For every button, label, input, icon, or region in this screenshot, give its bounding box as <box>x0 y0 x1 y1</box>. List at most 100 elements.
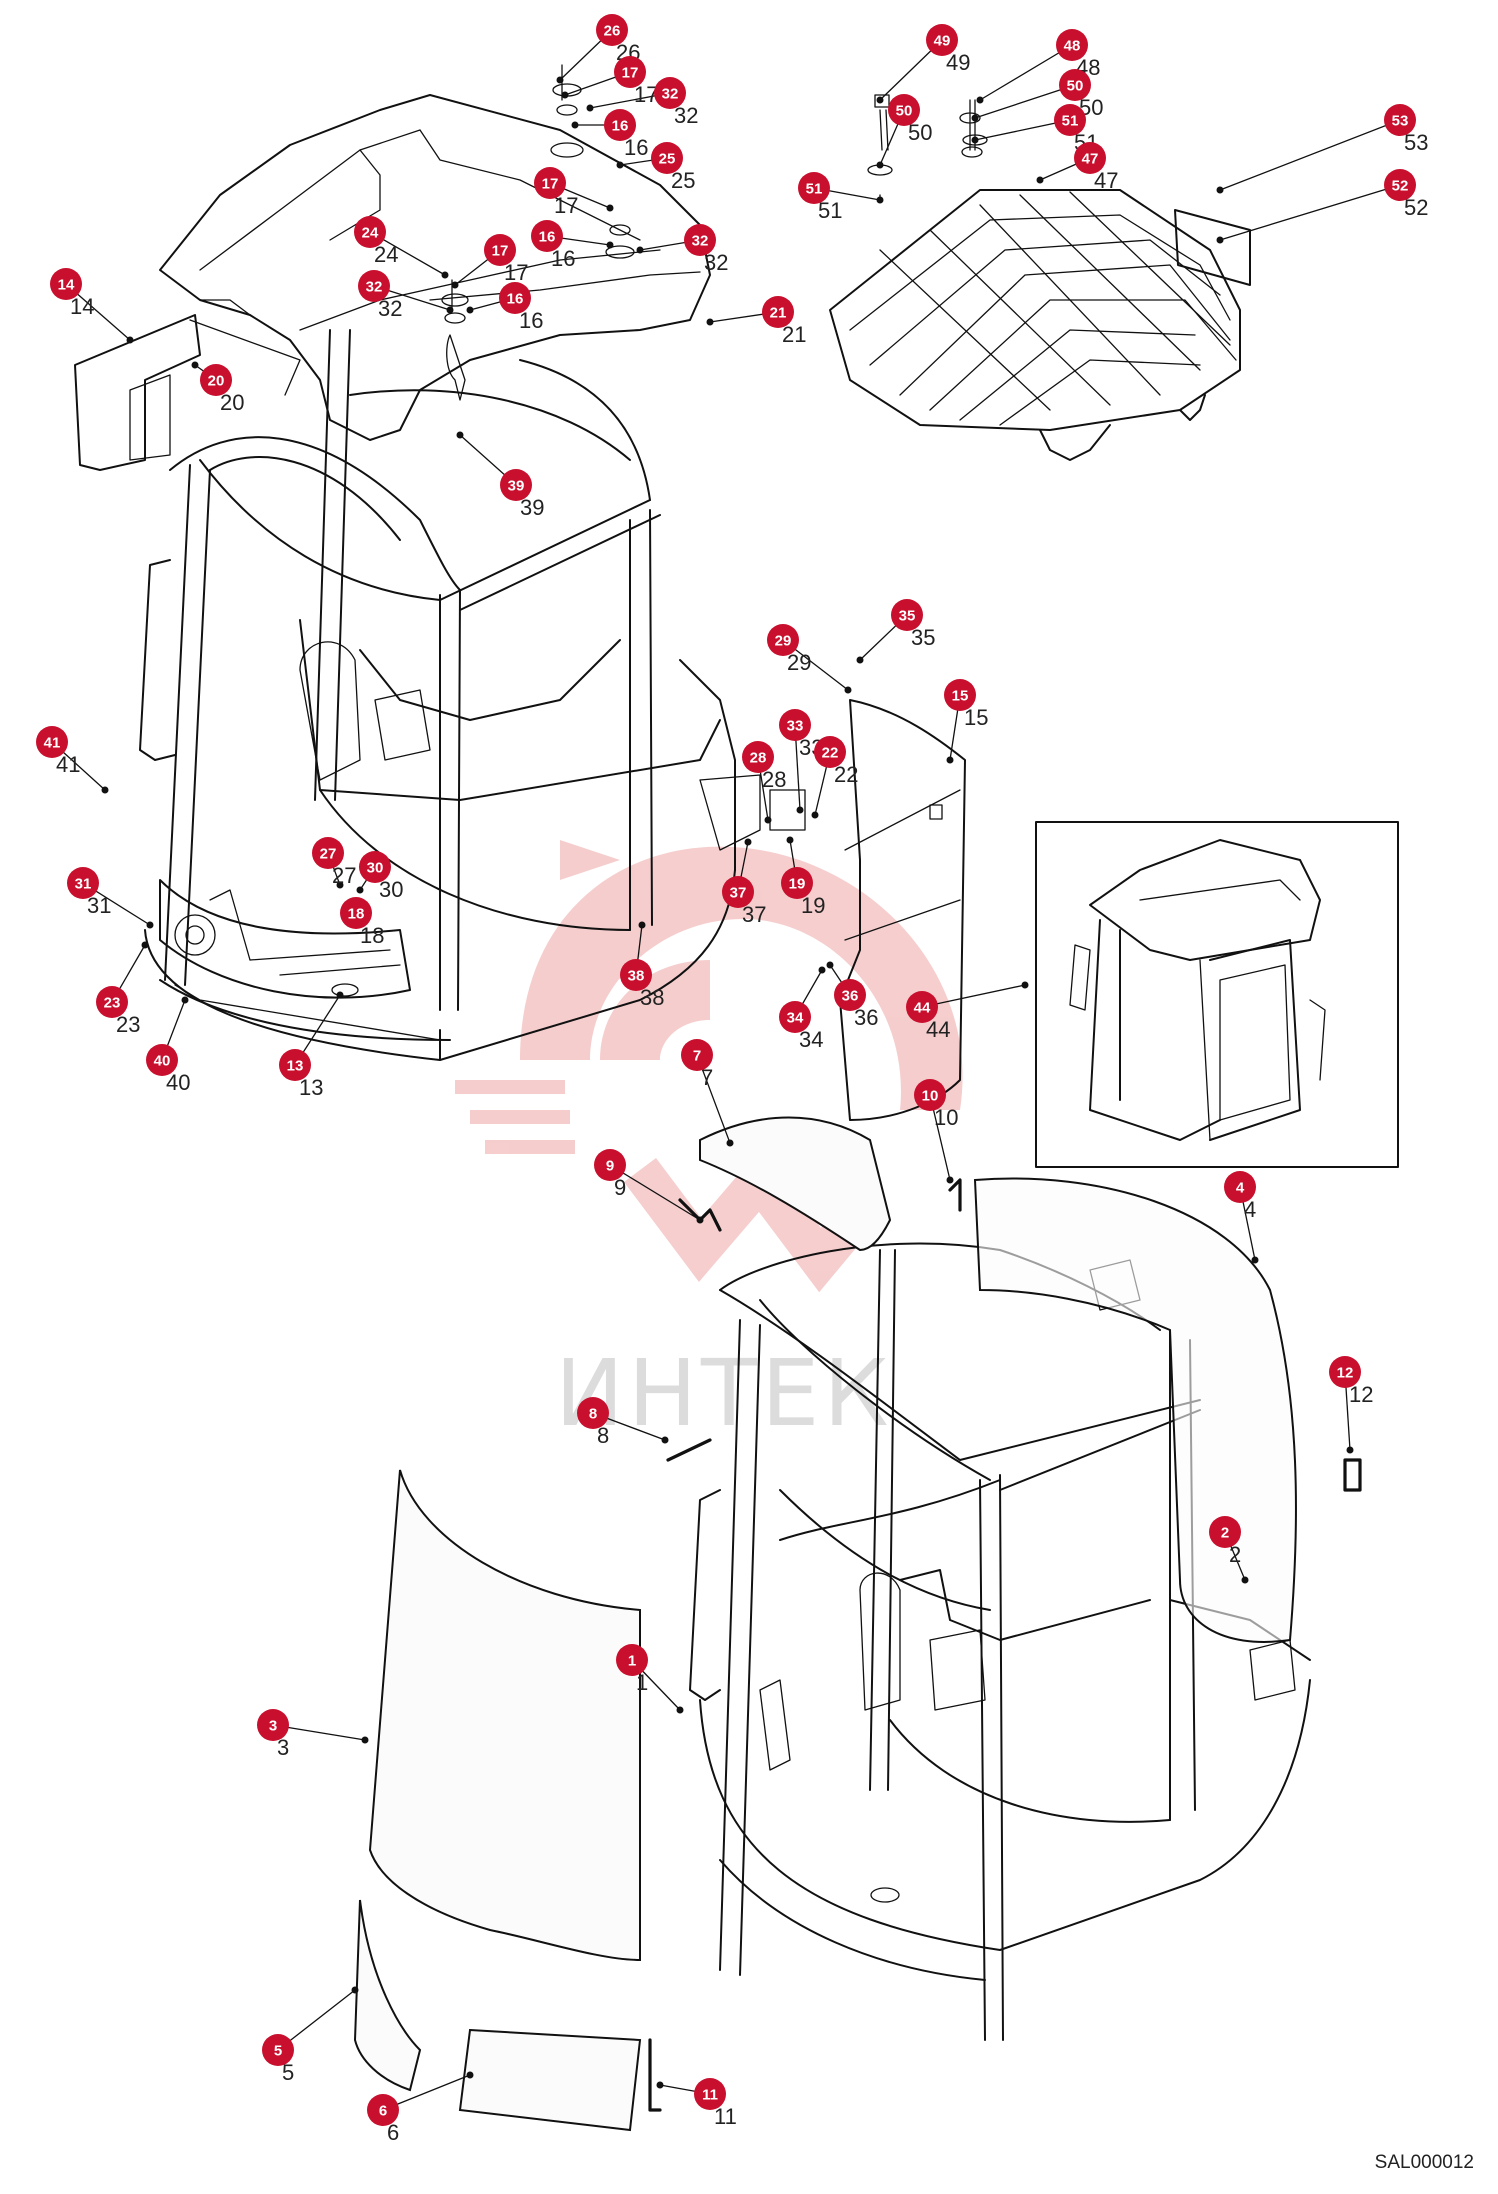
part-number-32c: 32 <box>378 296 402 321</box>
callout-44[interactable]: 44 <box>906 991 938 1023</box>
callout-label-47: 47 <box>1082 151 1099 168</box>
callout-14[interactable]: 14 <box>50 268 82 300</box>
callout-40[interactable]: 40 <box>146 1044 178 1076</box>
callout-badge-36 <box>834 979 866 1011</box>
callout-16b[interactable]: 16 <box>531 220 563 252</box>
callout-37[interactable]: 37 <box>722 876 754 908</box>
lower-glass-5 <box>353 1899 422 2092</box>
callout-36[interactable]: 36 <box>834 979 866 1011</box>
callout-52[interactable]: 52 <box>1384 169 1416 201</box>
callout-16a[interactable]: 16 <box>604 109 636 141</box>
leader-dot-30 <box>356 886 364 894</box>
callout-badge-53 <box>1384 104 1416 136</box>
part-number-23: 23 <box>116 1012 140 1037</box>
callout-label-31: 31 <box>75 876 92 893</box>
callout-31[interactable]: 31 <box>67 867 99 899</box>
callout-29[interactable]: 29 <box>767 624 799 656</box>
callout-21[interactable]: 21 <box>762 296 794 328</box>
callout-11[interactable]: 11 <box>694 2078 726 2110</box>
leader-dot-41 <box>101 786 109 794</box>
callout-badge-13 <box>279 1049 311 1081</box>
callout-badge-16a <box>604 109 636 141</box>
callout-badge-9 <box>594 1149 626 1181</box>
callout-32b[interactable]: 32 <box>684 224 716 256</box>
leader-dot-51a <box>971 136 979 144</box>
callout-27[interactable]: 27 <box>312 837 344 869</box>
callout-badge-11 <box>694 2078 726 2110</box>
callout-badge-6 <box>367 2094 399 2126</box>
callout-51b[interactable]: 51 <box>798 172 830 204</box>
callout-9[interactable]: 9 <box>594 1149 626 1181</box>
callout-38[interactable]: 38 <box>620 959 652 991</box>
callout-16c[interactable]: 16 <box>499 282 531 314</box>
leader-line-51a <box>974 119 1071 141</box>
callout-badge-10 <box>914 1079 946 1111</box>
leader-line-5 <box>277 1989 356 2051</box>
callout-17c[interactable]: 17 <box>484 234 516 266</box>
callout-label-12: 12 <box>1337 1365 1354 1382</box>
callout-24[interactable]: 24 <box>354 216 386 248</box>
callout-50b[interactable]: 50 <box>888 94 920 126</box>
part-number-35: 35 <box>911 625 935 650</box>
callout-6[interactable]: 6 <box>367 2094 399 2126</box>
callout-7[interactable]: 7 <box>681 1039 713 1071</box>
callout-32a[interactable]: 32 <box>654 77 686 109</box>
callout-23[interactable]: 23 <box>96 986 128 1018</box>
part-number-8: 8 <box>597 1423 609 1448</box>
callout-4[interactable]: 4 <box>1224 1171 1256 1203</box>
callout-18[interactable]: 18 <box>340 897 372 929</box>
callout-34[interactable]: 34 <box>779 1001 811 1033</box>
part-number-9: 9 <box>614 1175 626 1200</box>
callout-1[interactable]: 1 <box>616 1644 648 1676</box>
callout-12[interactable]: 12 <box>1329 1356 1361 1388</box>
callout-22[interactable]: 22 <box>814 736 846 768</box>
callout-20[interactable]: 20 <box>200 364 232 396</box>
part-number-7: 7 <box>701 1065 713 1090</box>
callout-47[interactable]: 47 <box>1074 142 1106 174</box>
watermark-text: ИНТЕК <box>555 1340 893 1447</box>
callout-35[interactable]: 35 <box>891 599 923 631</box>
leader-dot-5 <box>351 1986 359 1994</box>
leader-dot-25 <box>616 161 624 169</box>
callout-33[interactable]: 33 <box>779 709 811 741</box>
callout-26[interactable]: 26 <box>596 14 628 46</box>
callout-15[interactable]: 15 <box>944 679 976 711</box>
leader-dot-17b <box>606 204 614 212</box>
callout-label-40: 40 <box>154 1053 171 1070</box>
part-number-30: 30 <box>379 877 403 902</box>
callout-badge-29 <box>767 624 799 656</box>
callout-badge-25 <box>651 142 683 174</box>
callout-41[interactable]: 41 <box>36 726 68 758</box>
leader-dot-22 <box>811 811 819 819</box>
callout-28[interactable]: 28 <box>742 741 774 773</box>
callout-53[interactable]: 53 <box>1384 104 1416 136</box>
callout-label-4: 4 <box>1236 1180 1245 1197</box>
callout-49[interactable]: 49 <box>926 24 958 56</box>
callout-13[interactable]: 13 <box>279 1049 311 1081</box>
leader-dot-7 <box>726 1139 734 1147</box>
callout-32c[interactable]: 32 <box>358 270 390 302</box>
part-number-50b: 50 <box>908 120 932 145</box>
callout-5[interactable]: 5 <box>262 2034 294 2066</box>
callout-10[interactable]: 10 <box>914 1079 946 1111</box>
callout-51a[interactable]: 51 <box>1054 104 1086 136</box>
callout-badge-7 <box>681 1039 713 1071</box>
callout-48[interactable]: 48 <box>1056 29 1088 61</box>
callout-25[interactable]: 25 <box>651 142 683 174</box>
callout-label-41: 41 <box>44 735 61 752</box>
callout-19[interactable]: 19 <box>781 867 813 899</box>
callout-50a[interactable]: 50 <box>1059 69 1091 101</box>
callout-8[interactable]: 8 <box>577 1397 609 1429</box>
callout-39[interactable]: 39 <box>500 469 532 501</box>
callout-30[interactable]: 30 <box>359 851 391 883</box>
callout-badge-32c <box>358 270 390 302</box>
callout-17b[interactable]: 17 <box>534 167 566 199</box>
callout-2[interactable]: 2 <box>1209 1516 1241 1548</box>
callout-label-44: 44 <box>914 1000 931 1017</box>
callout-label-7: 7 <box>693 1048 701 1065</box>
callout-badge-38 <box>620 959 652 991</box>
callout-17a[interactable]: 17 <box>614 56 646 88</box>
callout-3[interactable]: 3 <box>257 1709 289 1741</box>
leader-dot-32c <box>446 306 454 314</box>
callout-label-1: 1 <box>628 1653 636 1670</box>
